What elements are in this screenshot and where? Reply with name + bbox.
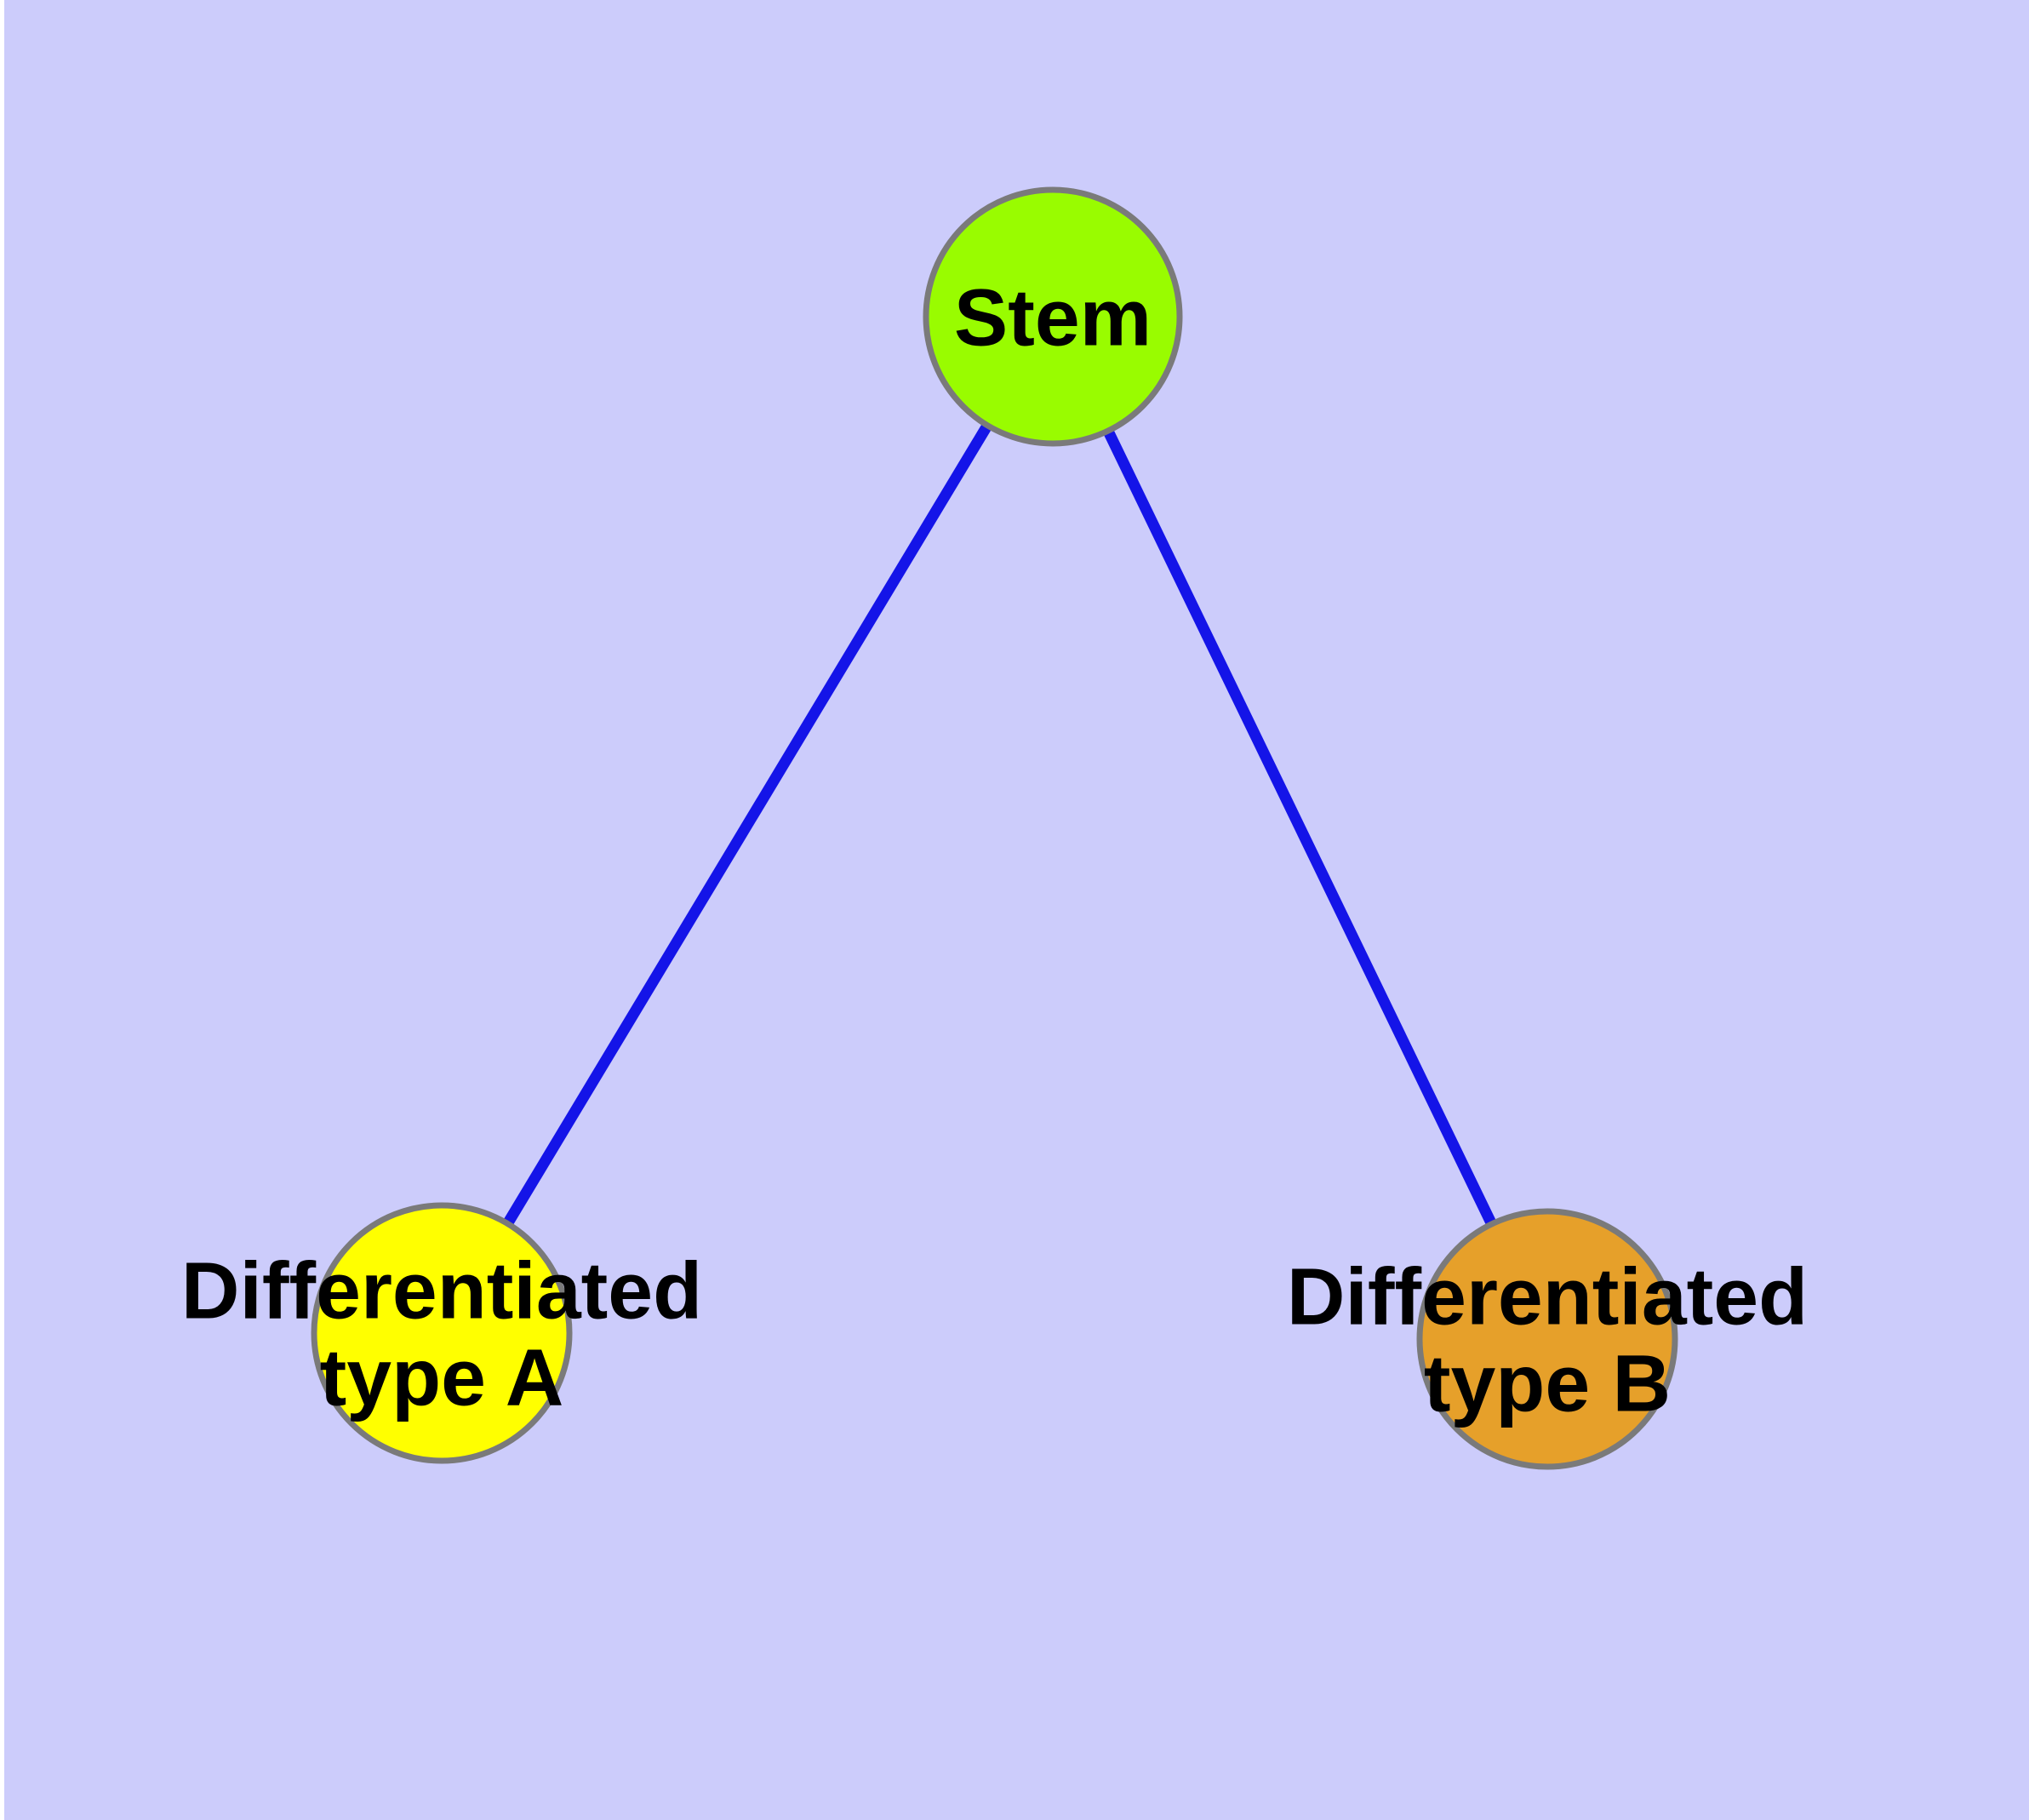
graph-node-label-line: Differentiated xyxy=(181,1245,702,1336)
graph-node-label-line: Stem xyxy=(954,272,1152,363)
graph-node-label-line: type B xyxy=(1424,1338,1671,1428)
graph-node-label-line: type A xyxy=(320,1332,564,1422)
graph-node-label-stem: Stem xyxy=(954,272,1152,363)
graph-node-diff_a[interactable] xyxy=(311,1202,573,1464)
graph-node-stem[interactable] xyxy=(923,186,1183,447)
nodes-layer xyxy=(311,186,1678,1470)
edges-layer xyxy=(437,313,1552,1342)
graph-edge[interactable] xyxy=(1048,314,1552,1342)
graph-node-label-line: Differentiated xyxy=(1287,1251,1808,1342)
graph-node-diff_b[interactable] xyxy=(1416,1208,1678,1470)
graph-edge[interactable] xyxy=(437,313,1058,1336)
